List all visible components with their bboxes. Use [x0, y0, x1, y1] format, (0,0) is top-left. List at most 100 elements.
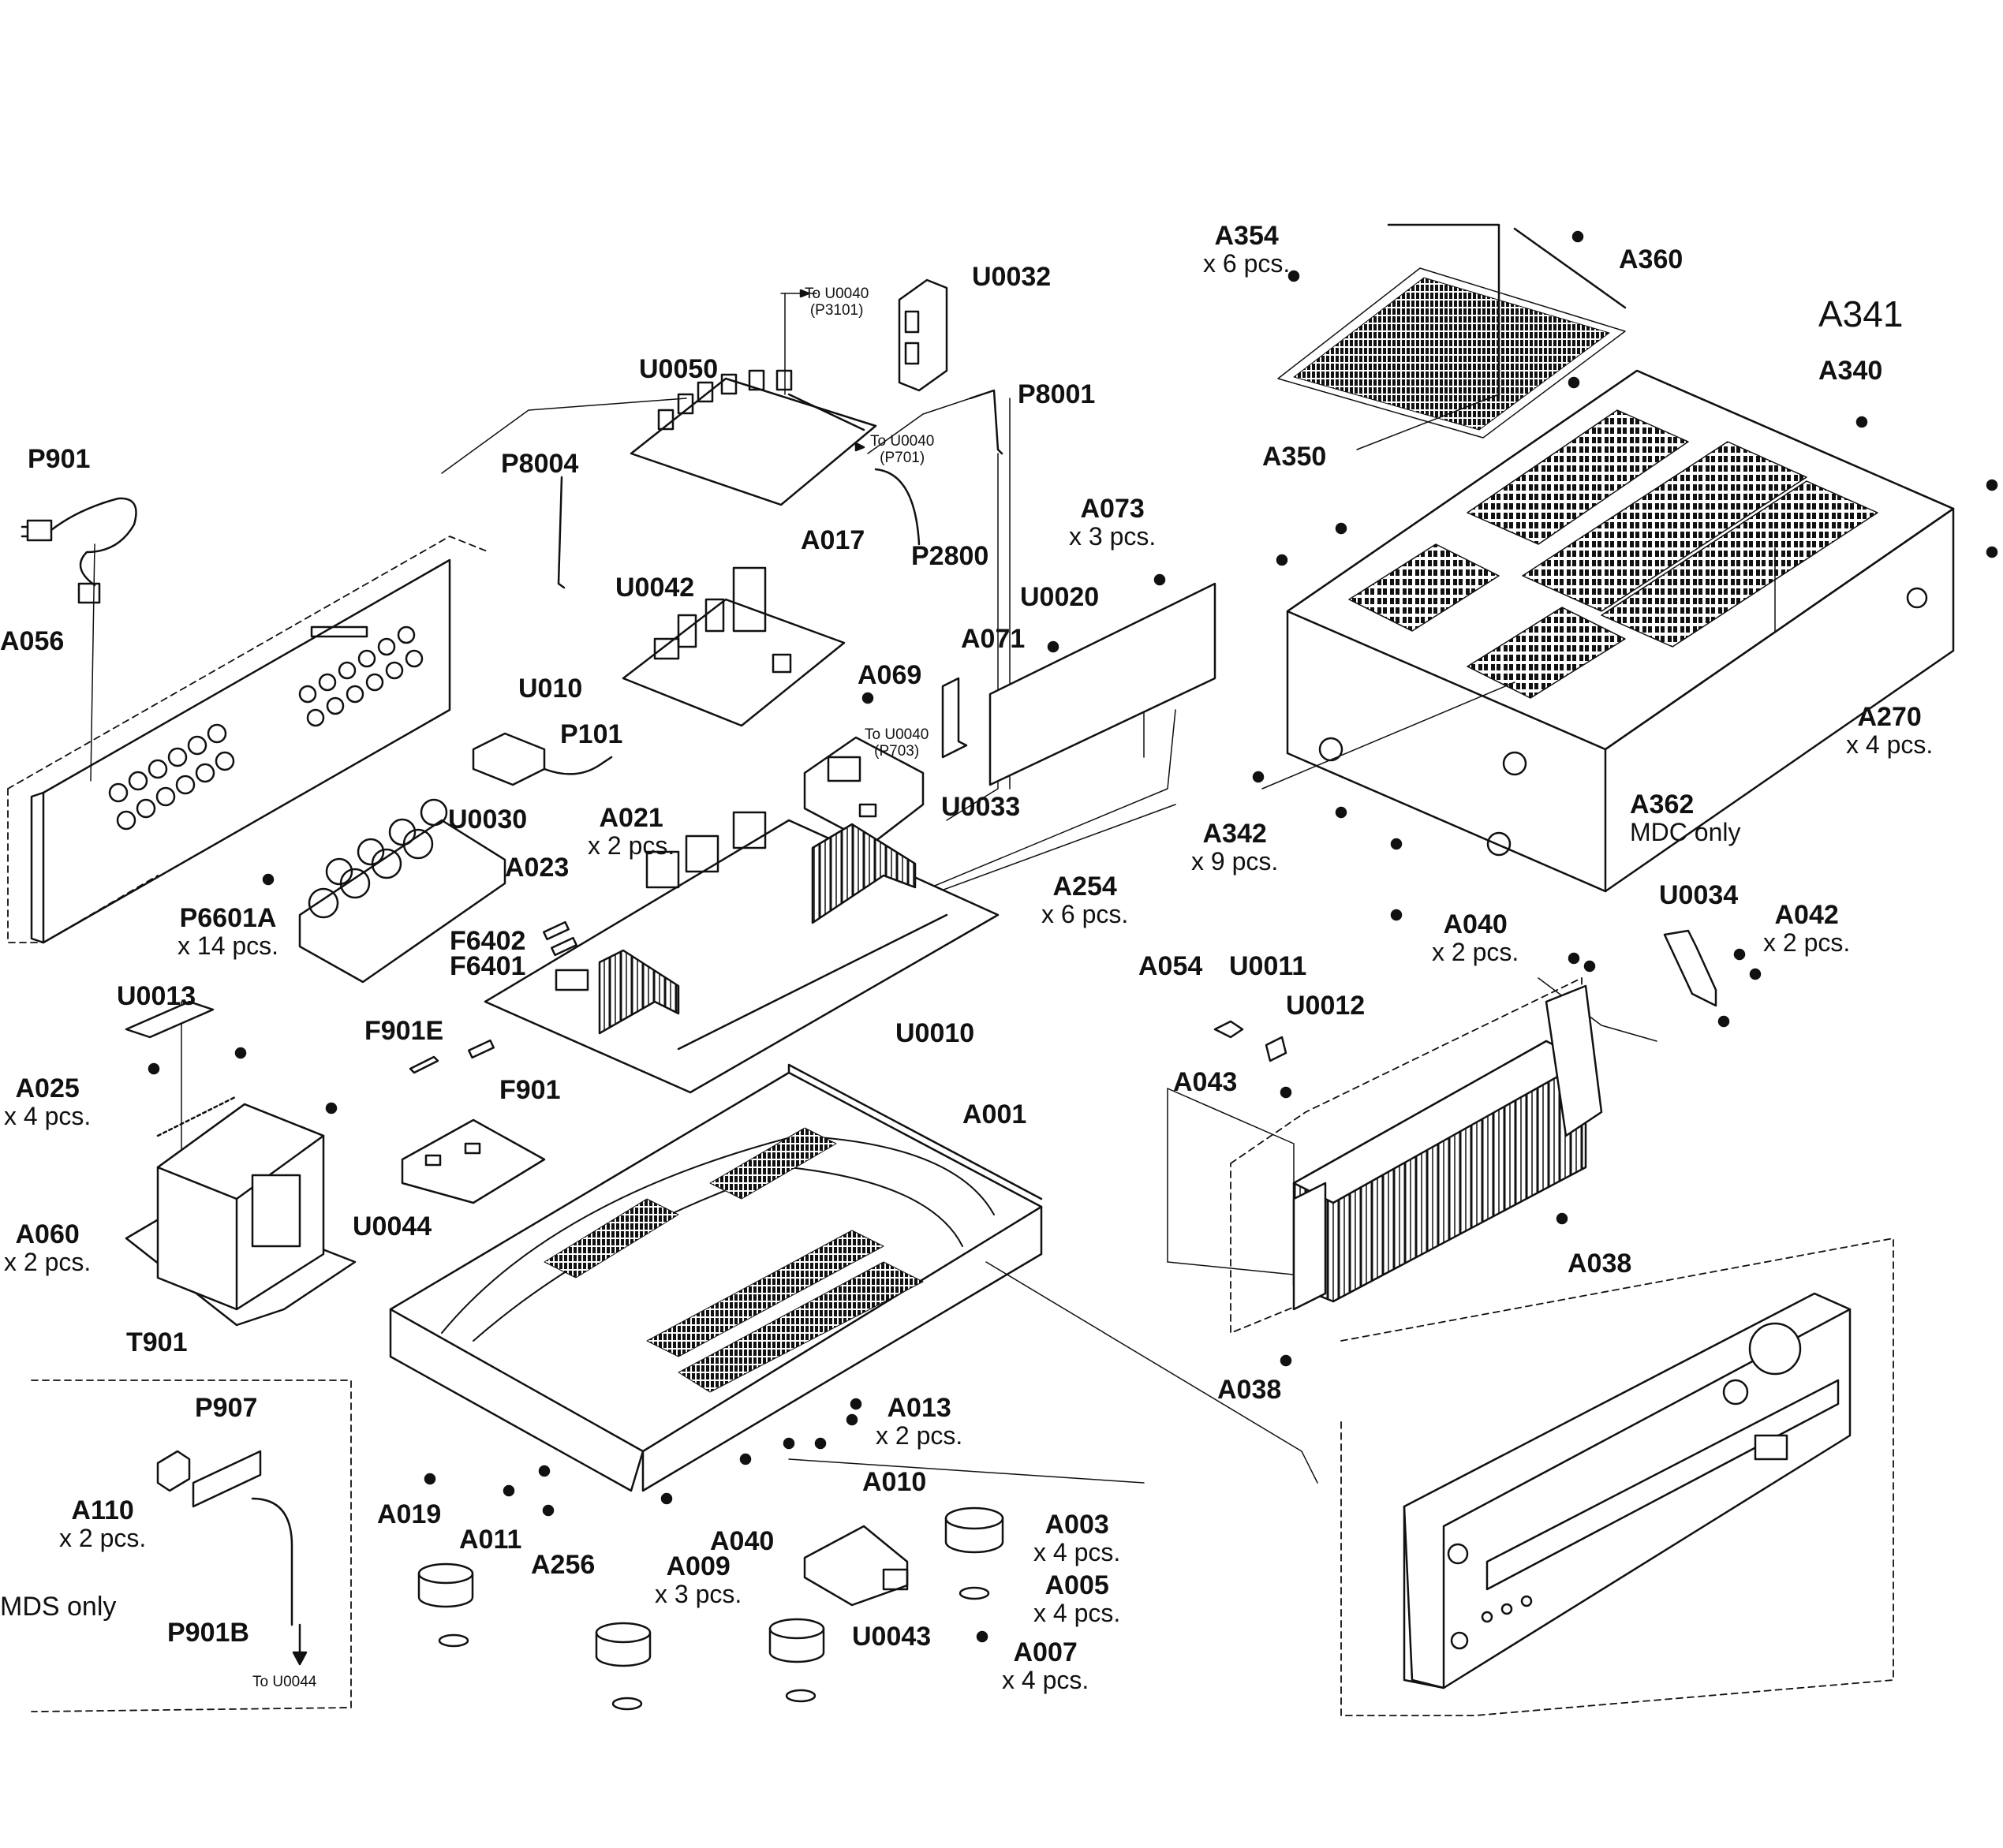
label-a023: A023 [505, 853, 570, 883]
label-u0050: U0050 [639, 354, 719, 384]
label-a019: A019 [377, 1499, 442, 1529]
label-qty: x 6 pcs. [1041, 900, 1129, 928]
label-code: A005 [1044, 1570, 1109, 1600]
label-code: A013 [887, 1393, 951, 1423]
board-u0033 [803, 736, 925, 846]
label-qty: (P701) [880, 450, 925, 466]
label-u0010: U0010 [895, 1018, 975, 1048]
label-f901: F901 [499, 1075, 561, 1105]
chassis-a001 [389, 1063, 1043, 1492]
bracket-u0034 [1663, 929, 1717, 1007]
label-mds-only: MDS only [0, 1592, 117, 1622]
mds-detail [156, 1450, 308, 1666]
label-a017: A017 [801, 525, 865, 555]
label-a071: A071 [961, 624, 1026, 654]
label-p8001: P8001 [1018, 379, 1096, 409]
dashed-outlines [7, 536, 1894, 1716]
label-a341: A341 [1818, 293, 1904, 334]
label-code: A073 [1080, 494, 1145, 524]
label-code: To U0040 [870, 433, 935, 450]
strip-u0013 [125, 1000, 215, 1039]
connector-u0032 [898, 278, 948, 392]
label-code: To U0040 [865, 726, 929, 743]
label-qty: x 3 pcs. [655, 1580, 742, 1608]
cable-p2800 [874, 468, 921, 546]
label-qty: (P703) [874, 743, 920, 760]
feet-a003 [417, 1506, 1004, 1711]
label-f6402: F6402 [450, 926, 526, 956]
board-u0020 [988, 582, 1216, 786]
label-a340: A340 [1818, 356, 1883, 386]
label-qty: x 6 pcs. [1203, 249, 1291, 278]
label-code: To U0040 [805, 286, 869, 302]
fuses-f901 [409, 1039, 495, 1074]
rear-panel [30, 558, 451, 944]
label-a038-lower: A038 [1217, 1375, 1282, 1405]
label-a010: A010 [862, 1467, 927, 1497]
label-code: A021 [599, 803, 663, 833]
label-qty: x 4 pcs. [4, 1102, 92, 1130]
label-code: A354 [1214, 221, 1279, 251]
label-qty: x 2 pcs. [4, 1248, 92, 1276]
label-p901b: P901B [167, 1618, 249, 1648]
label-f6401: F6401 [450, 951, 526, 981]
label-a069: A069 [858, 660, 922, 690]
label-u0034: U0034 [1659, 880, 1739, 910]
label-a038-upper: A038 [1568, 1249, 1632, 1279]
label-a256: A256 [531, 1550, 596, 1580]
label-qty: x 9 pcs. [1191, 847, 1279, 875]
label-to-u0040-p701: To U0040(P701) [870, 434, 934, 465]
label-a040-bottom: A040 [710, 1526, 775, 1556]
label-code: P6601A [179, 903, 277, 933]
label-qty: x 4 pcs. [1033, 1599, 1121, 1627]
label-code: A003 [1044, 1510, 1109, 1540]
front-panel [1403, 1292, 1852, 1689]
module-u010 [472, 732, 613, 786]
label-f901e: F901E [364, 1016, 444, 1046]
label-u0042: U0042 [615, 573, 695, 603]
label-code: A042 [1774, 900, 1839, 930]
label-u0044: U0044 [353, 1211, 432, 1241]
heatsink-u0011 [1292, 984, 1603, 1311]
label-p907: P907 [195, 1393, 258, 1423]
jack-board-u0030 [298, 798, 506, 984]
screws [148, 230, 1998, 1643]
label-u0032: U0032 [972, 262, 1052, 292]
label-qty: x 4 pcs. [1002, 1666, 1089, 1694]
mesh-panel-a350 [1277, 223, 1627, 439]
top-cover-a340 [1286, 369, 1955, 893]
label-code: A270 [1857, 702, 1922, 732]
label-code: A254 [1052, 872, 1117, 902]
power-cord-p901 [21, 497, 137, 604]
label-to-u0040-p3101: To U0040(P3101) [805, 286, 869, 318]
label-a043: A043 [1173, 1067, 1238, 1097]
board-u0042 [622, 566, 846, 727]
label-qty: x 2 pcs. [59, 1524, 147, 1552]
label-u0043: U0043 [852, 1622, 932, 1652]
label-qty: (P3101) [809, 302, 864, 319]
label-p2800: P2800 [911, 541, 989, 571]
label-u0012: U0012 [1286, 991, 1366, 1021]
label-code: A040 [1443, 909, 1508, 939]
label-p8004: P8004 [501, 449, 579, 479]
arrows [799, 289, 865, 452]
main-board-u0010 [484, 811, 1000, 1094]
label-u0020: U0020 [1020, 582, 1100, 612]
label-u010: U010 [518, 674, 583, 704]
label-to-u0040-p703: To U0040(P703) [865, 727, 929, 759]
